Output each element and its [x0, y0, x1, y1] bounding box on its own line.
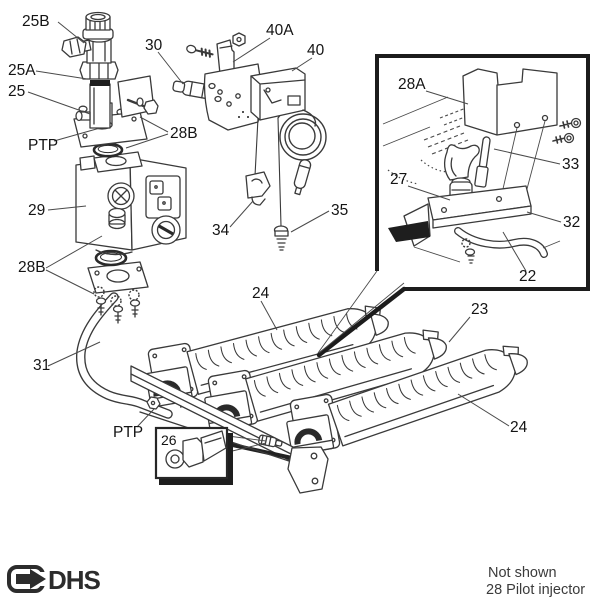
thermostat — [245, 67, 327, 251]
callout-24-2: 24 — [510, 419, 528, 436]
oring-lower — [94, 249, 128, 267]
flange-bolt — [112, 305, 124, 324]
callout-40a: 40A — [266, 22, 294, 39]
inset-box-pilot — [316, 54, 590, 358]
top-fitting — [82, 11, 114, 40]
callout-28b-2: 28B — [18, 259, 46, 276]
flange-bolt — [95, 297, 107, 316]
callout-31: 31 — [33, 357, 50, 374]
callout-28a: 28A — [398, 76, 426, 93]
callout-27: 27 — [390, 171, 407, 188]
valve-flange-kit — [87, 261, 149, 324]
cover-screw — [552, 132, 575, 144]
injector-detail — [165, 430, 227, 469]
pilot-bracket — [388, 185, 532, 247]
brand-logo: DHS — [7, 565, 102, 595]
sensor-bulb — [293, 159, 312, 196]
callout-34: 34 — [212, 222, 230, 239]
electrode — [474, 136, 491, 188]
callout-ptp-2: PTP — [113, 424, 143, 441]
callout-ptp-1: PTP — [28, 137, 58, 154]
union-nut — [79, 61, 119, 80]
bottom-bracket — [287, 446, 329, 494]
footnote: Not shown 28 Pilot injector — [486, 565, 585, 598]
side-plug — [61, 36, 92, 58]
callout-29: 29 — [28, 202, 45, 219]
callout-28b-1: 28B — [170, 125, 198, 142]
pilot-clamp — [245, 171, 271, 206]
mounting-bracket — [186, 32, 264, 131]
pilot-filter-assembly — [61, 11, 159, 148]
callout-35: 35 — [331, 202, 348, 219]
gas-pipe — [76, 292, 173, 419]
pilot-pipe — [413, 227, 561, 263]
note-line1: Not shown — [488, 565, 557, 581]
callout-25b: 25B — [22, 13, 50, 30]
side-bracket — [117, 75, 159, 118]
oring-upper — [92, 142, 124, 158]
callout-26: 26 — [161, 432, 177, 448]
bracket-fixing-screw — [461, 238, 476, 264]
pilot-cover — [462, 68, 558, 136]
ptp-test-nipple — [146, 396, 161, 410]
logo-text: DHS — [48, 565, 101, 595]
fixing-screw — [273, 225, 289, 251]
callout-40: 40 — [307, 42, 325, 59]
note-line2: 28 Pilot injector — [486, 582, 585, 598]
gas-valve-body — [75, 151, 187, 256]
flange-bolt — [129, 299, 141, 318]
side-nipple — [75, 110, 91, 122]
bracket-screw — [186, 44, 214, 58]
callout-24-1: 24 — [252, 285, 270, 302]
callout-33: 33 — [562, 156, 579, 173]
callout-25a: 25A — [8, 62, 36, 79]
cover-screw — [559, 117, 582, 129]
pilot-burner-head — [443, 136, 491, 188]
callout-30: 30 — [145, 37, 163, 54]
dhs-arrow-icon — [7, 565, 46, 593]
callout-25: 25 — [8, 83, 25, 100]
leader-lines — [27, 21, 562, 428]
callout-labels: 25B 25A 25 PTP 28B 30 40A 40 28A 33 27 3… — [8, 13, 580, 448]
callout-22: 22 — [519, 268, 536, 285]
callout-32: 32 — [563, 214, 580, 231]
inset-box-injector — [154, 426, 267, 485]
callout-23: 23 — [471, 301, 488, 318]
